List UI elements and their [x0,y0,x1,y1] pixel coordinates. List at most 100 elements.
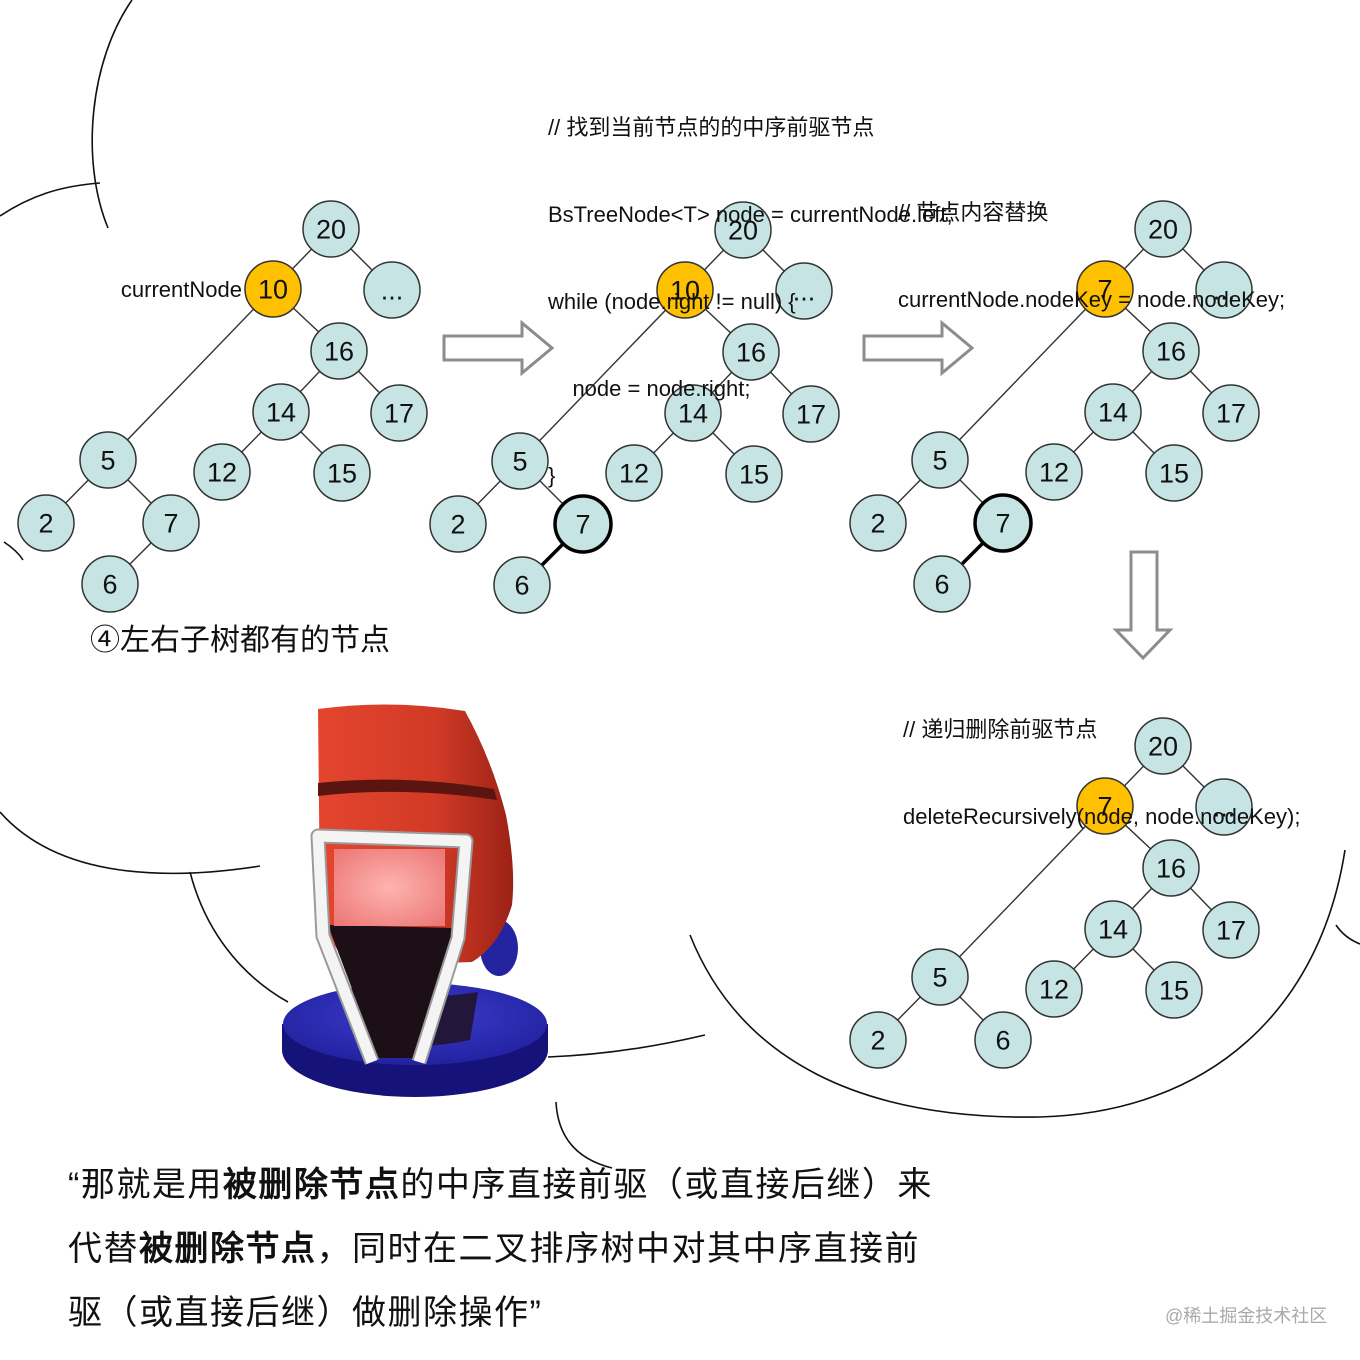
tree-node-6: 6 [974,1011,1032,1069]
watermark: @稀土掘金技术社区 [1165,1306,1328,1326]
cloud-arc [0,182,101,217]
node-circle [974,1011,1032,1069]
node-key: 14 [1098,915,1128,945]
node-key: 2 [38,509,53,539]
node-circle [1202,901,1260,959]
code-comment: // 节点内容替换 [898,200,1049,225]
caption-text: 驱（或直接后继）做删除操作” [68,1294,543,1332]
chair-frame [312,830,472,1064]
tree-node-20: 20 [1134,717,1192,775]
tree-node-7: 7 [1076,777,1134,835]
chair-screen [334,849,445,926]
tree-node-17: 17 [370,384,428,442]
tree-node-16: 16 [310,322,368,380]
node-key: 7 [575,510,590,540]
node-key: 6 [102,570,117,600]
node-circle [722,323,780,381]
tree-node-10: 10 [244,260,302,318]
code-line: node = node.right; [548,376,751,401]
node-circle [911,431,969,489]
current-node-circle [1076,777,1134,835]
node-key: 15 [1159,459,1189,489]
node-key: 20 [1148,215,1178,245]
node-key: ... [793,277,816,307]
tree-node-7: 7 [142,494,200,552]
node-circle [370,384,428,442]
node-circle [1142,322,1200,380]
node-key: 14 [1098,398,1128,428]
node-key: 2 [870,1026,885,1056]
node-circle [142,494,200,552]
predecessor-node-circle [973,493,1033,553]
node-circle [849,494,907,552]
caption-text: ，同时在二叉排序树中对其中序直接前 [316,1230,920,1268]
node-key: 16 [1156,337,1186,367]
predecessor-node-circle [553,494,613,554]
node-key: 5 [512,447,527,477]
node-circle [913,555,971,613]
node-key: 20 [1148,732,1178,762]
node-key: ... [1213,793,1236,823]
tree-node-10: 10 [656,261,714,319]
tree-edge [107,288,274,461]
node-key: 6 [934,570,949,600]
node-circle [664,384,722,442]
node-circle [491,432,549,490]
node-circle [1134,717,1192,775]
chair-stand [328,925,454,1058]
node-key: 10 [670,276,700,306]
code-line: deleteRecursively(node, node.nodeKey); [903,804,1301,829]
tree-node-14: 14 [252,383,310,441]
node-key: 2 [870,509,885,539]
node-circle [714,201,772,259]
tree-node-14: 14 [1084,383,1142,441]
tree-node-2: 2 [429,495,487,553]
tree-node-6: 6 [81,555,139,613]
node-key: 5 [932,963,947,993]
node-key: 7 [995,509,1010,539]
node-key: 14 [266,398,296,428]
node-key: 20 [316,215,346,245]
tree-node-12: 12 [1025,960,1083,1018]
node-circle [1084,383,1142,441]
tree-node-2: 2 [849,1011,907,1069]
node-key: 6 [995,1026,1010,1056]
cloud-arc [0,811,261,875]
cloud-arc [555,1101,613,1169]
tree-node-16: 16 [722,323,780,381]
node-key: 14 [678,399,708,429]
tree-node-7: 7 [553,494,613,554]
tree-node-more: ... [775,262,833,320]
tree-node-15: 15 [313,444,371,502]
tree-node-14: 14 [664,384,722,442]
tree-node-7: 7 [973,493,1033,553]
node-circle [1145,444,1203,502]
node-key: 7 [1097,792,1112,822]
tree-edge [519,289,686,462]
node-key: 17 [1216,916,1246,946]
node-key: 17 [384,399,414,429]
tree-node-15: 15 [725,445,783,503]
code-comment: // 找到当前节点的的中序前驱节点 [548,115,875,140]
cloud-arc [689,849,1346,1118]
code-line: BsTreeNode<T> node = currentNode.left; [548,202,953,227]
tree-node-12: 12 [193,443,251,501]
node-key: 7 [1097,275,1112,305]
node-circle [1025,443,1083,501]
code-comment: // 递归删除前驱节点 [903,717,1098,742]
tree-node-6: 6 [913,555,971,613]
node-key: 17 [796,400,826,430]
node-key: 12 [1039,458,1069,488]
node-circle [363,261,421,319]
node-circle [17,494,75,552]
tree-node-12: 12 [605,444,663,502]
node-circle [911,948,969,1006]
code-line: while (node.right != null) { [548,289,796,314]
cloud-arc [547,1034,706,1058]
caption-emphasis: 被删除节点 [139,1230,317,1268]
node-key: 16 [324,337,354,367]
node-key: 12 [207,458,237,488]
